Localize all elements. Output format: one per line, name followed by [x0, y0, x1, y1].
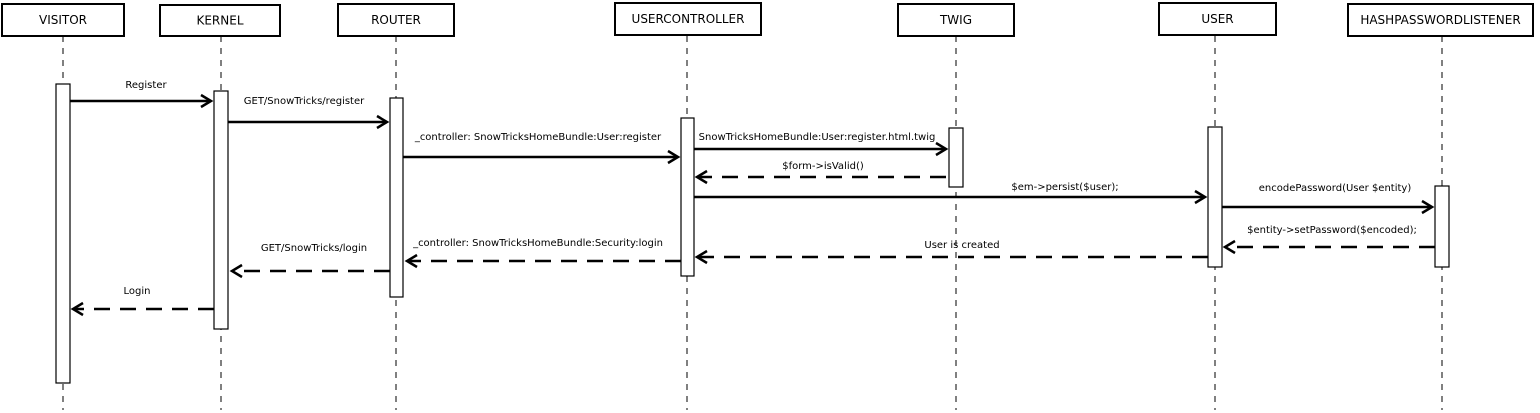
visitor-participant-label: VISITOR	[39, 13, 87, 27]
usercontroller-activation-bar	[680, 117, 695, 277]
message-4: SnowTricksHomeBundle:User:register.html.…	[694, 132, 949, 157]
message-10-label: _controller: SnowTricksHomeBundle:Securi…	[412, 238, 663, 249]
message-7-arrowhead	[1421, 199, 1435, 215]
message-3-label: _controller: SnowTricksHomeBundle:User:r…	[414, 132, 662, 143]
hashpasswordlistener-participant-box	[1347, 3, 1534, 37]
message-6-label: $em->persist($user);	[1011, 182, 1118, 193]
usercontroller-participant-label: USERCONTROLLER	[632, 12, 745, 26]
message-9: User is created	[694, 240, 1208, 265]
visitor-participant-box	[1, 3, 125, 37]
message-1: Register	[70, 80, 214, 109]
message-6-arrowhead	[1194, 189, 1208, 205]
user-participant: USER	[1158, 2, 1277, 36]
message-11: GET/SnowTricks/login	[229, 243, 390, 279]
message-1-label: Register	[125, 80, 167, 91]
twig-participant-box	[897, 3, 1015, 37]
message-7-label: encodePassword(User $entity)	[1259, 183, 1412, 194]
message-11-label: GET/SnowTricks/login	[261, 243, 367, 254]
visitor-activation-bar	[55, 83, 71, 384]
router-activation-bar	[389, 97, 404, 298]
message-5-arrowhead	[694, 169, 708, 185]
message-5-label: $form->isValid()	[782, 161, 864, 172]
message-4-arrowhead	[935, 141, 949, 157]
visitor-participant: VISITOR	[1, 3, 125, 37]
twig-participant: TWIG	[897, 3, 1015, 37]
message-3-arrowhead	[667, 149, 681, 165]
message-12: Login	[70, 286, 214, 317]
router-participant-label: ROUTER	[371, 13, 421, 27]
message-1-arrowhead	[200, 93, 214, 109]
user-activation-bar	[1207, 126, 1223, 268]
message-8: $entity->setPassword($encoded);	[1222, 225, 1435, 255]
message-4-label: SnowTricksHomeBundle:User:register.html.…	[699, 132, 936, 143]
usercontroller-participant-box	[614, 2, 762, 36]
message-2-arrowhead	[376, 114, 390, 130]
kernel-participant-label: KERNEL	[196, 14, 243, 28]
message-2: GET/SnowTricks/register	[228, 96, 390, 130]
router-participant-box	[337, 3, 455, 37]
message-11-arrowhead	[229, 263, 243, 279]
message-6: $em->persist($user);	[694, 182, 1208, 205]
usercontroller-participant: USERCONTROLLER	[614, 2, 762, 36]
message-9-label: User is created	[924, 240, 999, 251]
message-10-arrowhead	[404, 253, 418, 269]
kernel-activation-bar	[213, 90, 229, 330]
message-12-arrowhead	[70, 301, 84, 317]
message-12-label: Login	[124, 286, 151, 297]
message-7: encodePassword(User $entity)	[1222, 183, 1435, 215]
kernel-participant: KERNEL	[159, 4, 281, 37]
router-participant: ROUTER	[337, 3, 455, 37]
message-10: _controller: SnowTricksHomeBundle:Securi…	[404, 238, 681, 269]
user-participant-box	[1158, 2, 1277, 36]
hashpasswordlistener-participant: HASHPASSWORDLISTENER	[1347, 3, 1534, 37]
message-9-arrowhead	[694, 249, 708, 265]
user-participant-label: USER	[1201, 12, 1233, 26]
kernel-participant-box	[159, 4, 281, 37]
hashpasswordlistener-activation-bar	[1434, 185, 1450, 268]
twig-participant-label: TWIG	[939, 13, 972, 27]
message-8-arrowhead	[1222, 239, 1236, 255]
message-5: $form->isValid()	[694, 161, 946, 185]
hashpasswordlistener-participant-label: HASHPASSWORDLISTENER	[1360, 13, 1520, 27]
message-8-label: $entity->setPassword($encoded);	[1247, 225, 1417, 236]
twig-activation-bar	[948, 127, 964, 188]
message-2-label: GET/SnowTricks/register	[244, 96, 365, 107]
message-3: _controller: SnowTricksHomeBundle:User:r…	[403, 132, 681, 165]
